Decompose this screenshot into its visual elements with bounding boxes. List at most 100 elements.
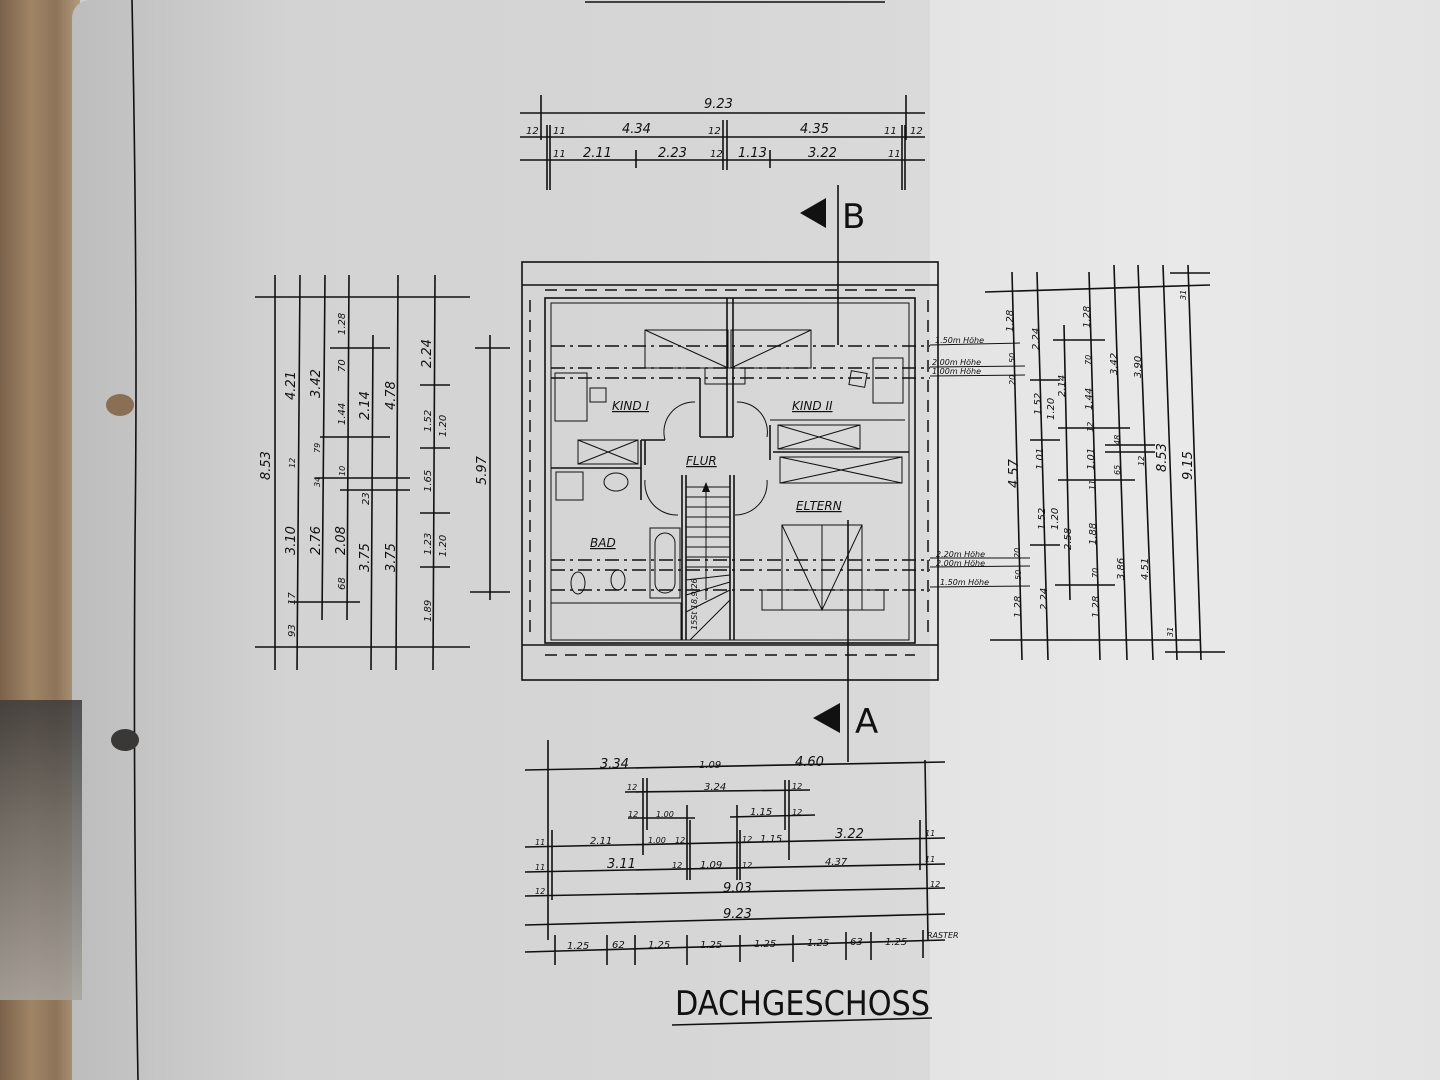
dimension-label: 50 [1014,570,1023,580]
dimension-label: 31 [1179,290,1188,300]
dimension-label: 11 [553,126,566,137]
left-dimension-chain: 8.53 4.21 12 3.10 17 93 3.42 79 34 2.76 … [255,274,510,671]
dimension-label: 20 [1008,375,1017,385]
dimension-label: 11 [925,855,935,864]
dimension-label: 1.28 [337,313,348,335]
dimension-label: 70 [1084,355,1093,365]
dimension-label: 62 [612,940,625,951]
dimension-label: 12 [288,458,297,468]
dimension-label: RASTER [927,931,959,940]
dimension-label: 1.89 [423,600,434,622]
dimension-label: 3.11 [607,857,636,872]
dimension-label: 11 [535,838,545,847]
dimension-label: 11 [888,149,901,160]
dimension-label: 1.25 [885,937,907,948]
dimension-label: 63 [850,937,863,948]
dimension-label: 4.37 [825,857,848,868]
dimension-label: 8.53 [259,451,274,480]
dimension-label: 3.42 [1109,353,1120,375]
dimension-label: 4.21 [284,371,299,400]
section-marker-a: A [813,520,878,762]
dimension-label: 1.20 [1050,508,1061,530]
dimension-label: 4.78 [384,381,399,410]
dimension-label: 70 [1091,568,1100,578]
dimension-label: 48 [1113,435,1122,445]
dimension-label: 4.60 [795,755,824,770]
dimension-label: 2.14 [358,391,373,420]
dimension-label: 3.24 [704,782,726,793]
dimension-label: 1.25 [567,941,589,952]
dimension-label: 93 [287,624,298,637]
dimension-label: 1.44 [337,403,348,425]
dimension-label: 2.00m Höhe [932,358,981,367]
dimension-label: 2.08 [334,526,349,555]
dimension-label: 12 [1086,422,1095,432]
room-label-kind-1: KIND I [612,399,649,413]
dimension-label: 11 [535,863,545,872]
dimension-label: 3.42 [309,369,324,398]
dimension-label: 3.22 [835,827,864,842]
floor-plan: 15St 18,9/26 KIND I KIND II FLUR BAD ELT… [521,261,939,681]
dimension-label: 65 [1113,465,1122,475]
dimension-label: 9.23 [704,97,733,112]
dimension-label: 5.97 [475,455,490,485]
room-label-eltern: ELTERN [796,499,842,513]
dimension-label: 2.76 [309,526,324,555]
dimension-label: 20 [1013,548,1022,558]
dimension-label: 12 [742,835,752,844]
dimension-label: 2.24 [1039,588,1050,610]
dimension-label: 11 [925,829,935,838]
dimension-label: 12 [910,126,923,137]
dimension-label: 12 [672,861,682,870]
room-label-flur: FLUR [686,454,717,468]
room-label-kind-2: KIND II [792,399,833,413]
dimension-label: 1.13 [738,146,767,161]
dimension-label: 12 [708,126,721,137]
dimension-label: 1.88 [1088,523,1099,545]
dimension-label: 1.50m Höhe [935,336,984,345]
punch-hole [106,394,134,416]
dimension-label: 1.00 [648,836,666,845]
bottom-dimension-chain: 3.34 1.09 4.60 12 3.24 12 12 1.00 1.15 1… [524,740,959,965]
dimension-label: 1.01 [1086,448,1097,470]
dimension-label: 10 [338,466,347,476]
dimension-label: 9.15 [1181,451,1196,480]
paper-sheet-right [930,0,1440,1080]
dimension-label: 9.23 [723,907,752,922]
dimension-label: 12 [710,149,723,160]
dimension-label: 68 [337,577,348,590]
dimension-label: 79 [313,443,322,453]
right-dimension-chain: 1.28 50 20 4.57 20 50 1.28 2.24 1.52 1.2… [929,264,1225,661]
dimension-label: 12 [628,810,638,819]
drawing-title: DACHGESCHOSS [675,984,930,1024]
dimension-label: 3.10 [284,526,299,555]
dimension-label: 15St 18,9/26 [690,578,699,630]
dimension-label: 12 [742,861,752,870]
dimension-label: 1.15 [750,807,772,818]
top-dimension-chain: 9.23 12 11 4.34 12 4.35 11 12 11 2.11 2.… [520,95,925,190]
dimension-label: 1.20 [1046,398,1057,420]
dimension-label: 2.24 [1031,328,1042,350]
dimension-label: 1.44 [1084,388,1095,410]
dimension-label: 1.09 [700,860,722,871]
dimension-label: 12 [1137,456,1146,466]
dimension-label: 11 [884,126,897,137]
dimension-label: 1.52 [1037,508,1048,530]
dimension-label: 1.25 [700,940,722,951]
dimension-label: 1.28 [1082,306,1093,328]
dimension-label: 3.75 [384,543,399,572]
dimension-label: 12 [675,836,685,845]
dimension-label: 1.25 [648,940,670,951]
dimension-label: 1.20 [438,415,449,437]
dimension-label: 1.28 [1013,596,1024,618]
dimension-label: 11 [553,149,566,160]
dimension-label: 12 [930,880,940,889]
dimension-label: 3.75 [358,543,373,572]
dimension-label: 2.20m Höhe [936,550,985,559]
dimension-label: 1.25 [807,938,829,949]
binder-edge-line [131,0,139,1080]
dimension-label: 4.51 [1140,558,1151,580]
dimension-label: 34 [313,477,322,487]
section-marker-b: B [800,185,865,345]
